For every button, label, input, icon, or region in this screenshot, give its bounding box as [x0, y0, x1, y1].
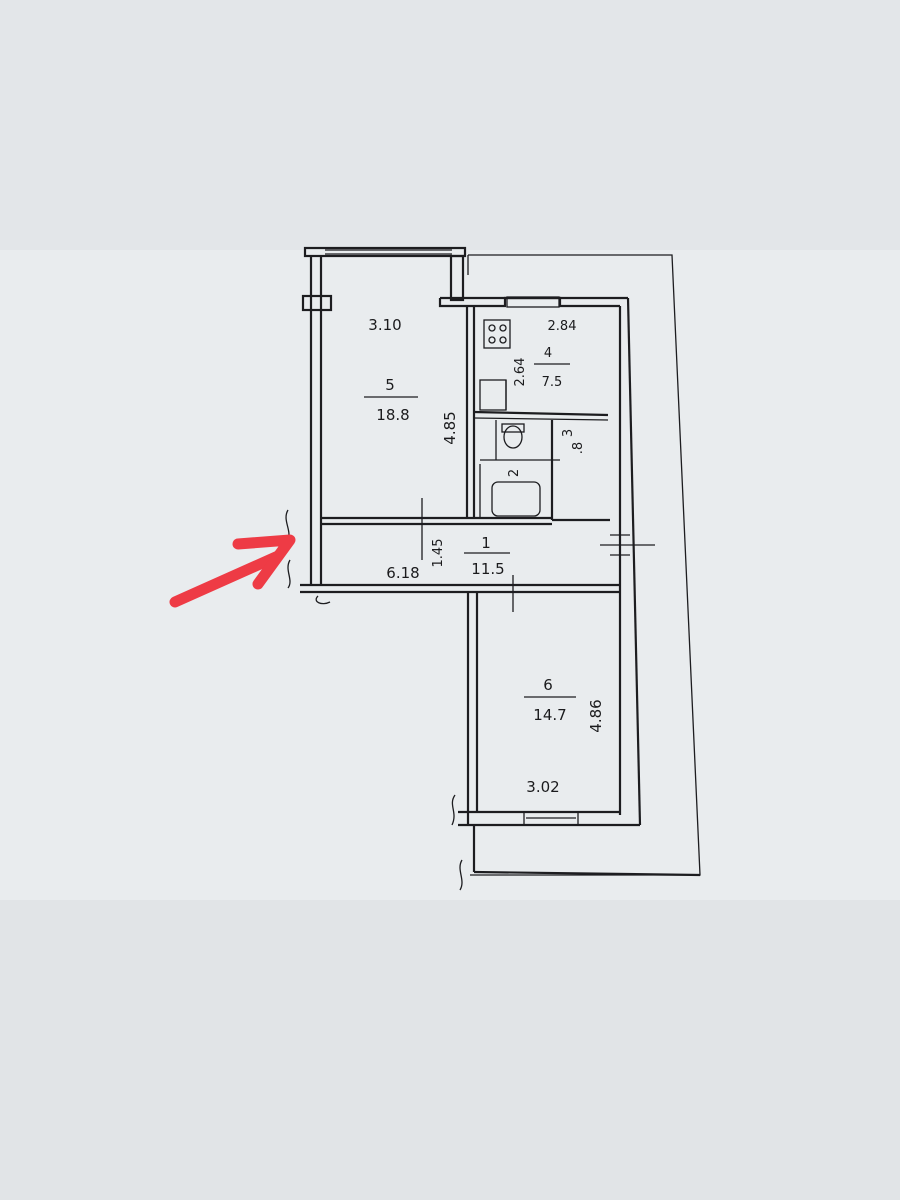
room6-width-label: 3.02 [526, 778, 559, 796]
room5-number-label: 5 [385, 376, 395, 394]
room5-width-label: 3.10 [368, 316, 401, 334]
outer-balcony-outline [468, 254, 701, 876]
toilet-icon [503, 425, 523, 449]
room6-area-label: 14.7 [533, 706, 566, 724]
room4-length-label: 2.64 [513, 358, 528, 387]
room6-length-label: 4.86 [587, 699, 605, 732]
red-arrow-icon [169, 534, 296, 608]
room4-width-label: 2.84 [548, 319, 577, 334]
kitchen-bottom-wall [473, 410, 609, 417]
room5-area-label: 18.8 [376, 406, 409, 424]
room1-number-label: 1 [481, 534, 491, 552]
top-wall [303, 246, 467, 258]
room5-length-label: 4.85 [441, 411, 459, 444]
room1-area-label: 11.5 [471, 560, 504, 578]
bathtub-icon [491, 481, 541, 517]
room2-number-label: 2 [507, 469, 522, 477]
room4-area-label: 7.5 [542, 375, 563, 390]
room1-width-label: 1.45 [431, 539, 446, 568]
room4-number-label: 4 [544, 346, 552, 361]
room3-area-label: .8 [571, 442, 586, 454]
room1-length-label: 6.18 [386, 564, 419, 582]
room3-number-label: 3 [561, 429, 576, 437]
stove-icon [483, 319, 511, 349]
room6-number-label: 6 [543, 676, 553, 694]
